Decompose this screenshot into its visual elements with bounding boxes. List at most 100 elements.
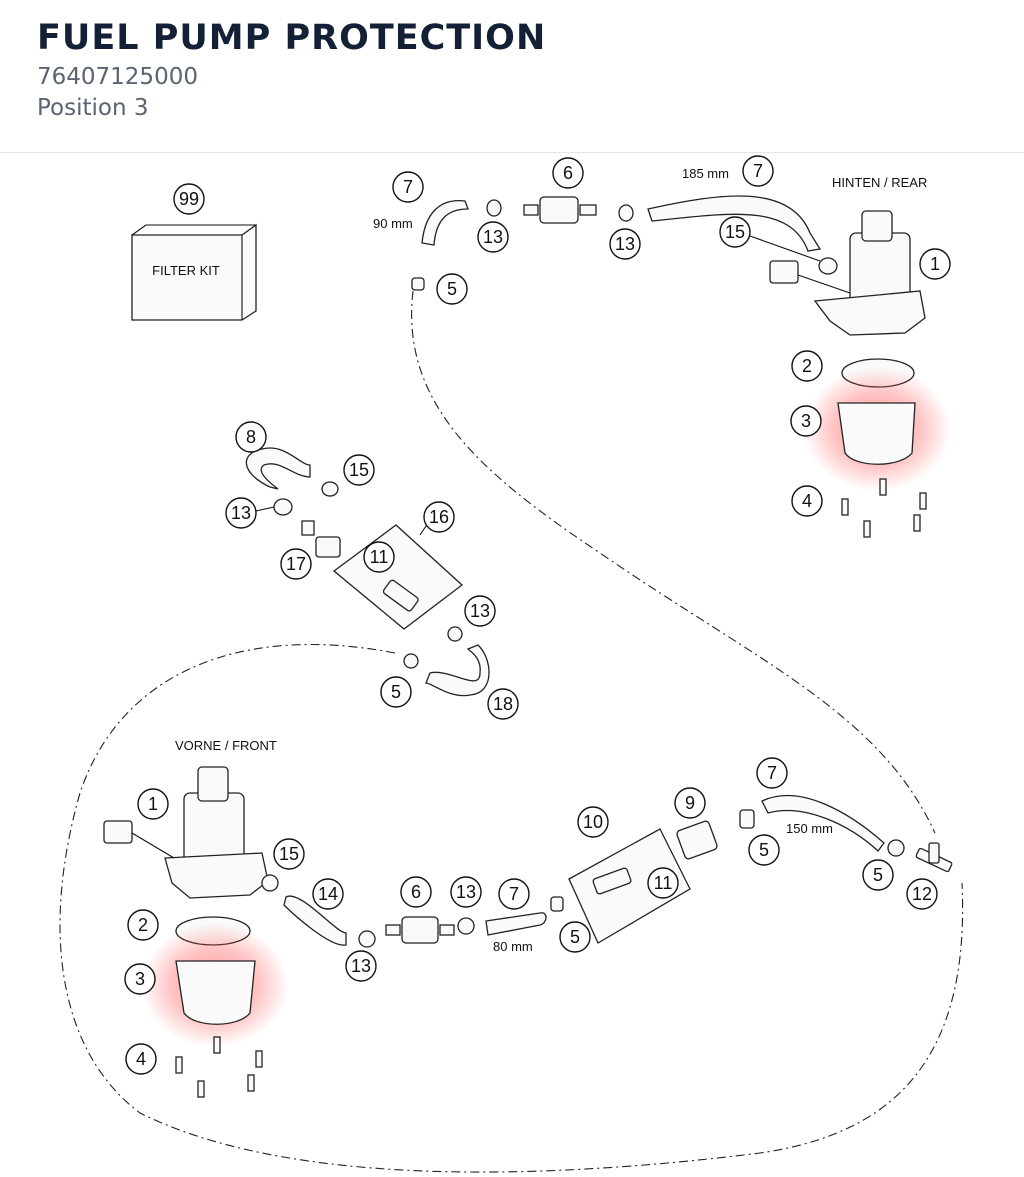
callout-middle-18[interactable]: 18 [487, 688, 519, 720]
callout-middle-16[interactable]: 16 [423, 501, 455, 533]
filter-kit-box[interactable]: FILTER KIT [131, 223, 257, 321]
front-clamp-13a[interactable] [457, 917, 475, 935]
callout-rear-2[interactable]: 2 [791, 350, 823, 382]
rear-fuel-pump-1[interactable] [769, 210, 926, 336]
leader-rear-15 [749, 235, 821, 262]
callout-front-11[interactable]: 11 [647, 867, 679, 899]
rear-pump-protection-3[interactable] [837, 402, 916, 465]
callout-middle-11[interactable]: 11 [363, 541, 395, 573]
front-screws-4[interactable] [175, 1036, 263, 1098]
callout-middle-5[interactable]: 5 [380, 676, 412, 708]
callout-middle-8[interactable]: 8 [235, 421, 267, 453]
middle-connector-17[interactable] [301, 520, 341, 558]
svg-text:1: 1 [930, 254, 940, 274]
middle-filter-box-16[interactable] [332, 522, 464, 630]
callout-rear-4[interactable]: 4 [791, 485, 823, 517]
callout-rear-6[interactable]: 6 [552, 157, 584, 189]
callout-front-15[interactable]: 15 [273, 838, 305, 870]
rear-clamp-13a[interactable] [486, 199, 502, 217]
callout-rear-15[interactable]: 15 [719, 216, 751, 248]
rear-hose-185mm[interactable] [647, 195, 822, 252]
svg-text:13: 13 [615, 234, 635, 254]
front-hose-80mm[interactable] [485, 912, 547, 936]
callout-front-13b[interactable]: 13 [345, 950, 377, 982]
svg-text:11: 11 [654, 873, 673, 893]
rear-check-valve-6[interactable] [523, 196, 597, 224]
callout-front-13a[interactable]: 13 [450, 876, 482, 908]
middle-clamp-5[interactable] [403, 653, 419, 669]
front-connector-9[interactable] [676, 820, 718, 860]
svg-text:7: 7 [403, 177, 413, 197]
callout-rear-13a[interactable]: 13 [477, 221, 509, 253]
front-t-fitting-12[interactable] [915, 842, 953, 873]
front-clamp-5c[interactable] [887, 839, 905, 857]
callout-front-5a[interactable]: 5 [559, 921, 591, 953]
callout-rear-7a[interactable]: 7 [392, 171, 424, 203]
callout-front-4[interactable]: 4 [125, 1043, 157, 1075]
rear-clamp-15[interactable] [818, 257, 838, 275]
header: FUEL PUMP PROTECTION 76407125000 Positio… [0, 0, 1024, 153]
hose-length-150: 150 mm [786, 821, 833, 836]
part-number: 76407125000 [37, 64, 198, 90]
front-clamp-15[interactable] [261, 874, 279, 892]
callout-middle-13b[interactable]: 13 [464, 595, 496, 627]
middle-clamp-15[interactable] [321, 481, 339, 497]
callout-rear-3[interactable]: 3 [790, 405, 822, 437]
callout-front-14[interactable]: 14 [312, 878, 344, 910]
callout-middle-17[interactable]: 17 [280, 548, 312, 580]
callout-front-7b[interactable]: 7 [756, 757, 788, 789]
svg-text:15: 15 [279, 844, 299, 864]
svg-text:5: 5 [759, 840, 769, 860]
callout-front-5b[interactable]: 5 [748, 834, 780, 866]
front-clamp-5b[interactable] [739, 809, 755, 829]
front-check-valve-6[interactable] [385, 916, 455, 944]
svg-text:4: 4 [136, 1049, 146, 1069]
callout-middle-15[interactable]: 15 [343, 454, 375, 486]
callout-middle-13a[interactable]: 13 [225, 497, 257, 529]
callout-rear-1[interactable]: 1 [919, 248, 951, 280]
front-hose-14[interactable] [283, 895, 347, 946]
svg-text:7: 7 [767, 763, 777, 783]
callout-front-6[interactable]: 6 [400, 876, 432, 908]
svg-text:10: 10 [583, 812, 603, 832]
callout-front-7a[interactable]: 7 [498, 878, 530, 910]
callout-front-5c[interactable]: 5 [862, 859, 894, 891]
front-clamp-5a[interactable] [550, 896, 564, 912]
callout-front-1[interactable]: 1 [137, 788, 169, 820]
callout-99[interactable]: 99 [173, 183, 205, 215]
svg-text:14: 14 [318, 884, 338, 904]
svg-text:17: 17 [286, 554, 306, 574]
rear-clamp-13b[interactable] [618, 204, 634, 222]
front-hose-150mm[interactable] [761, 794, 885, 852]
middle-hose-8[interactable] [245, 447, 311, 490]
rear-clamp-5[interactable] [411, 277, 425, 291]
svg-text:6: 6 [411, 882, 421, 902]
front-label: VORNE / FRONT [175, 738, 277, 753]
middle-hose-18[interactable] [425, 644, 490, 697]
middle-clamp-13b[interactable] [447, 626, 463, 642]
rear-screws-4[interactable] [841, 478, 927, 538]
callout-front-9[interactable]: 9 [674, 787, 706, 819]
callout-front-3[interactable]: 3 [124, 963, 156, 995]
front-filter-box-10[interactable] [568, 828, 691, 944]
front-pump-protection-3[interactable] [175, 960, 256, 1025]
svg-text:5: 5 [447, 279, 457, 299]
svg-text:15: 15 [725, 222, 745, 242]
callout-rear-7b[interactable]: 7 [742, 155, 774, 187]
callout-rear-13b[interactable]: 13 [609, 228, 641, 260]
svg-text:5: 5 [873, 865, 883, 885]
svg-text:8: 8 [246, 427, 256, 447]
svg-text:15: 15 [349, 460, 369, 480]
middle-clamp-13a[interactable] [273, 498, 293, 516]
page-title: FUEL PUMP PROTECTION [37, 18, 547, 58]
callout-front-12[interactable]: 12 [906, 878, 938, 910]
front-fuel-pump-1[interactable] [103, 766, 269, 899]
svg-text:11: 11 [370, 547, 389, 567]
callout-front-2[interactable]: 2 [127, 909, 159, 941]
fuel-line-rear-to-front [411, 290, 936, 834]
callout-front-10[interactable]: 10 [577, 806, 609, 838]
rear-hose-90mm[interactable] [421, 200, 469, 246]
front-clamp-13b[interactable] [358, 930, 376, 948]
svg-text:12: 12 [912, 884, 932, 904]
callout-rear-5[interactable]: 5 [436, 273, 468, 305]
